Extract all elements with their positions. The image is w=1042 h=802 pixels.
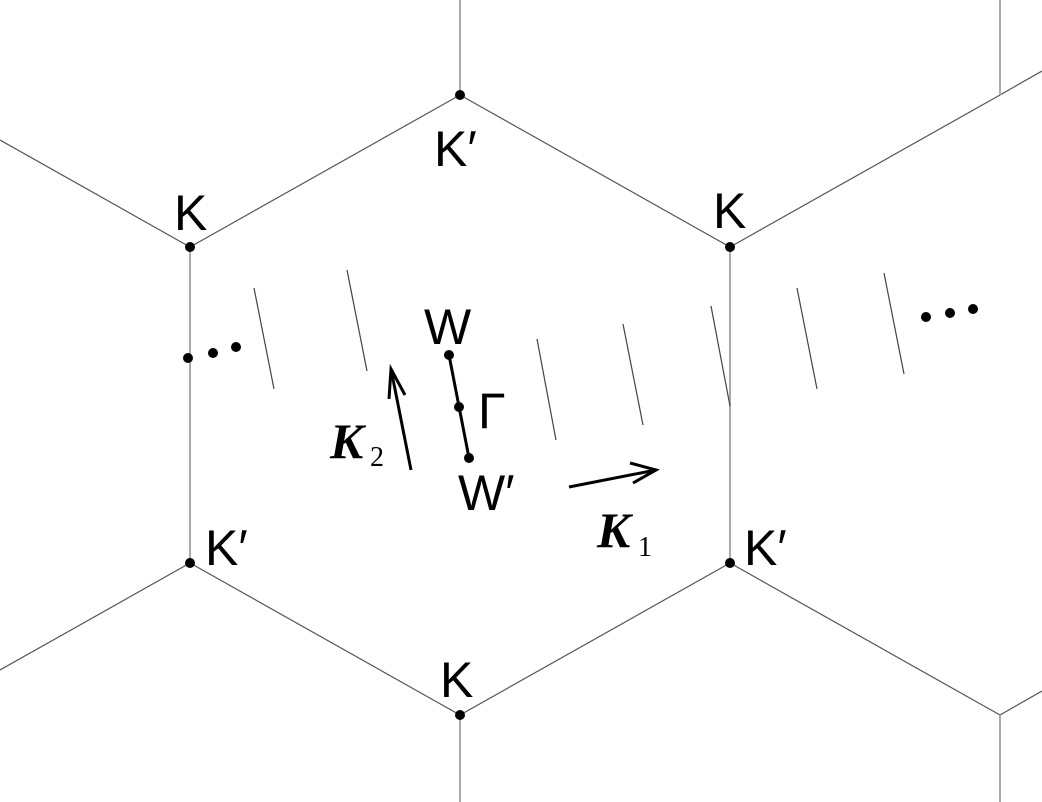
- vertex-dots: [185, 90, 735, 720]
- label-upper-left-k: K: [174, 185, 207, 241]
- label-top-k-prime: K′: [434, 121, 477, 177]
- zone-edges: [0, 70, 1042, 716]
- label-lower-left-k-prime: K′: [205, 520, 248, 576]
- k2-arrow-icon: [387, 363, 413, 471]
- label-bottom-k: K: [440, 652, 473, 708]
- zone-vertical-edges: [189, 0, 1001, 802]
- label-k1-subscript: 1: [638, 532, 652, 563]
- cutting-lines: [253, 269, 905, 441]
- label-lower-right-k-prime: K′: [744, 520, 787, 576]
- k1-arrow-icon: [568, 461, 660, 489]
- label-k2-subscript: 2: [370, 442, 384, 473]
- label-w: W: [424, 299, 472, 355]
- label-k2-vector: K: [329, 413, 367, 469]
- ellipsis-left-icon: [183, 342, 241, 363]
- label-upper-right-k: K: [713, 183, 746, 239]
- label-gamma: Γ: [478, 383, 506, 439]
- ellipsis-right-icon: [921, 304, 978, 322]
- label-k1-vector: K: [596, 502, 634, 558]
- label-w-prime: W′: [458, 465, 515, 521]
